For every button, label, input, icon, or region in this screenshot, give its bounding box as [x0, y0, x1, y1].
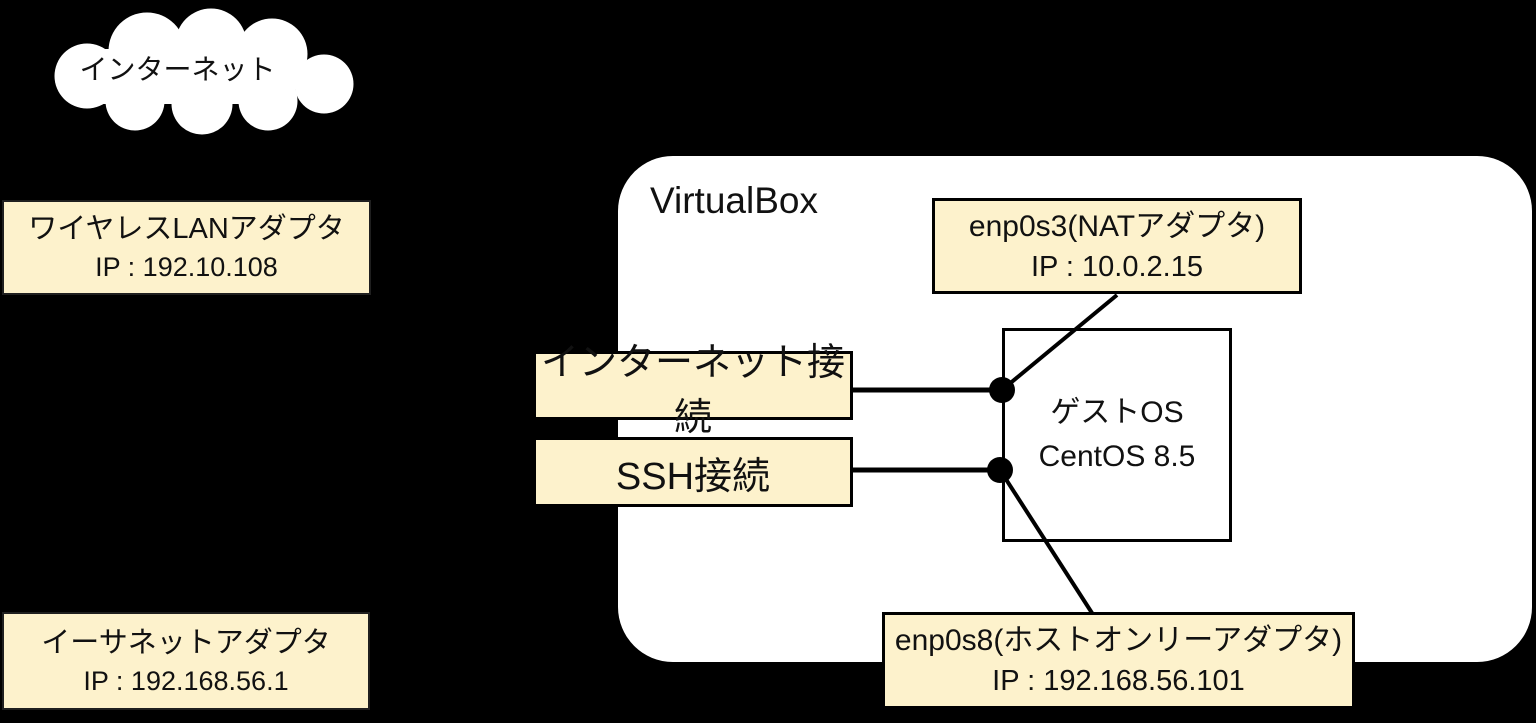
- host-only-adapter-ip: IP : 192.168.56.101: [992, 665, 1245, 697]
- internet-cloud-label: インターネット: [79, 54, 276, 85]
- ssh-connection-text: SSH接続: [615, 455, 771, 498]
- cloud-icon: [51, 5, 357, 138]
- internet-connection-label: インターネット接続: [533, 342, 853, 439]
- virtualbox-title: VirtualBox: [650, 180, 818, 221]
- ethernet-adapter-box: イーサネットアダプタ IP : 192.168.56.1: [2, 612, 370, 710]
- nat-adapter-box: enp0s3(NATアダプタ) IP : 10.0.2.15: [932, 198, 1302, 294]
- guest-os-name: ゲストOS: [1050, 396, 1184, 429]
- internet-connection-text: インターネット接続: [540, 341, 845, 439]
- ssh-connection-label: SSH接続: [533, 437, 853, 507]
- host-only-adapter-box: enp0s8(ホストオンリーアダプタ) IP : 192.168.56.101: [882, 612, 1355, 709]
- wireless-adapter-ip: IP : 192.10.108: [95, 252, 278, 282]
- nat-adapter-ip: IP : 10.0.2.15: [1031, 250, 1203, 283]
- guest-os-version: CentOS 8.5: [1038, 440, 1196, 473]
- guest-os-box: ゲストOS CentOS 8.5: [1002, 328, 1232, 542]
- nat-adapter-title: enp0s3(NATアダプタ): [968, 209, 1266, 243]
- wireless-adapter-box: ワイヤレスLANアダプタ IP : 192.10.108: [2, 200, 371, 295]
- host-only-adapter-title: enp0s8(ホストオンリーアダプタ): [894, 624, 1343, 657]
- internet-cloud: インターネット: [25, 4, 360, 139]
- ethernet-adapter-title: イーサネットアダプタ: [41, 626, 331, 659]
- ethernet-adapter-ip: IP : 192.168.56.1: [83, 665, 289, 696]
- wireless-adapter-title: ワイヤレスLANアダプタ: [28, 213, 345, 245]
